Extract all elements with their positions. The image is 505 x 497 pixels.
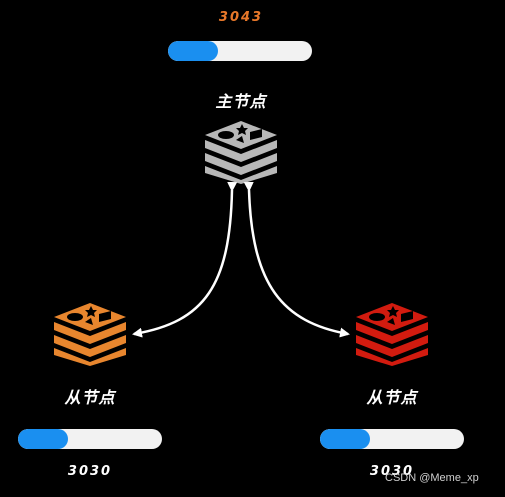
master-label: 主节点 xyxy=(215,92,267,111)
arrow-master-left-slave xyxy=(132,181,238,338)
slave-left-progress-bar xyxy=(18,429,162,449)
slave-right-label: 从节点 xyxy=(366,388,418,407)
slave-right-progress-fill xyxy=(320,429,371,449)
slave-left-offset: 3030 xyxy=(67,464,113,479)
slave-left-label: 从节点 xyxy=(64,388,116,407)
redis-icon xyxy=(54,303,126,366)
arrow-master-right-slave xyxy=(243,181,350,338)
master-progress-fill xyxy=(168,41,219,61)
watermark: CSDN @Meme_xp xyxy=(385,472,479,484)
slave-left-progress-fill xyxy=(18,429,69,449)
master-offset: 3043 xyxy=(218,10,264,25)
redis-icon xyxy=(356,303,428,366)
redis-icon xyxy=(205,121,277,184)
slave-right-offset: 3030 xyxy=(369,464,415,479)
slave-right-progress-bar xyxy=(320,429,464,449)
master-progress-bar xyxy=(168,41,312,61)
